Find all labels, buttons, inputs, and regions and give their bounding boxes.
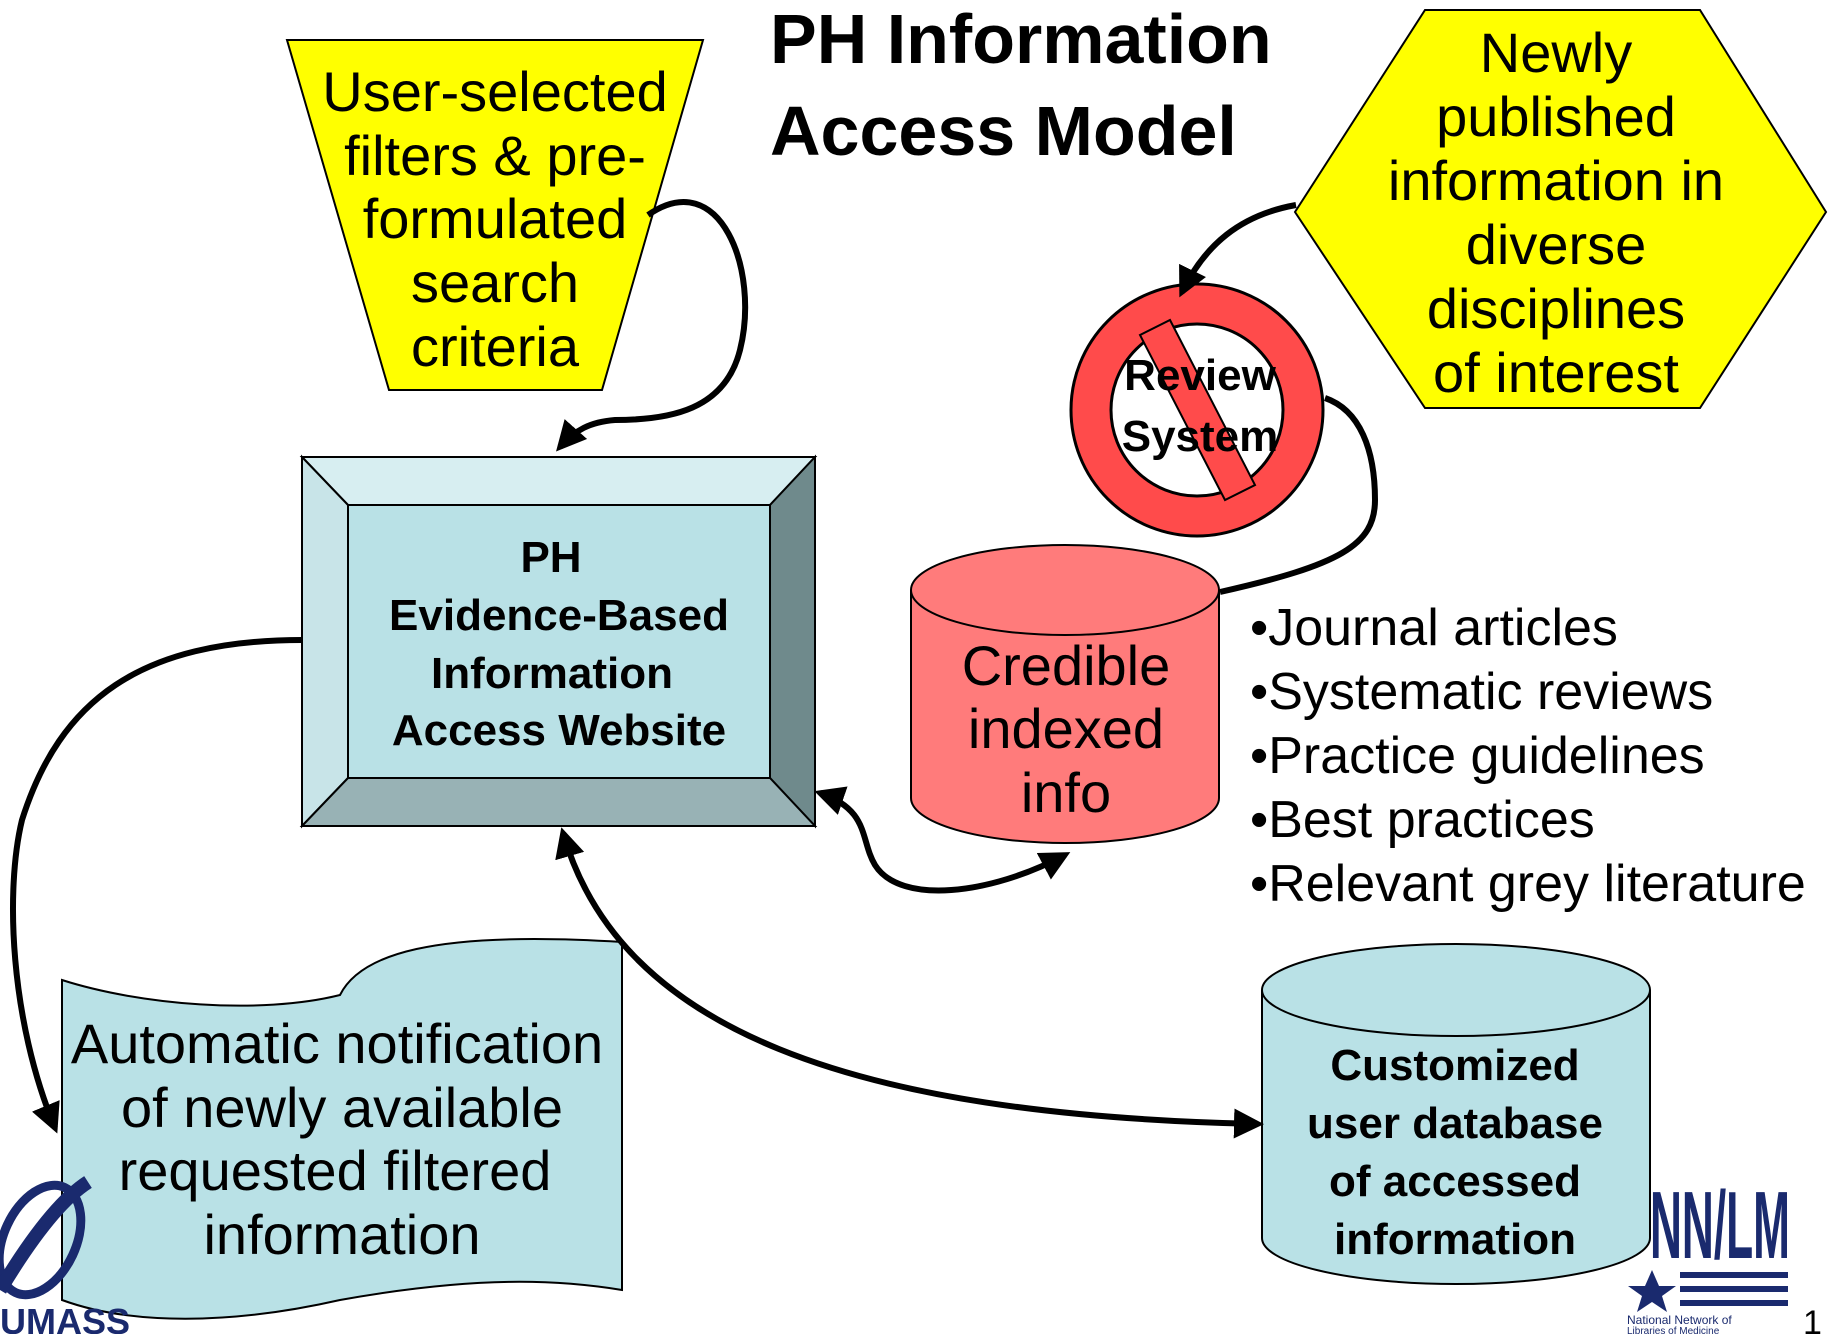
hexagon-line-1: Newly [1480,21,1632,84]
arrow-website-to-notification [10,637,303,1134]
star-icon [1628,1270,1676,1312]
website-line-2: Evidence-Based [389,591,729,640]
funnel-line-4: search [411,251,579,314]
hexagon-line-3: information in [1388,149,1724,212]
notification-line-2: of newly available [121,1076,563,1139]
arrow-website-user-db [555,827,1264,1139]
funnel-line-3: formulated [363,187,628,250]
diagram-title: PH Information Access Model [770,0,1272,170]
notification-line-1: Automatic notification [71,1012,603,1075]
arrow-review-to-credible [1219,395,1379,595]
connectors [10,199,1379,1139]
user-db-line-2: user database [1307,1099,1603,1148]
new-info-hexagon: Newly published information in diverse d… [1293,9,1828,409]
prohibition-slash-icon [1138,318,1257,502]
umass-logo: UMASS [0,1176,130,1334]
website-line-4: Access Website [392,706,726,755]
notification-line-3: requested filtered [119,1139,552,1202]
umass-logo-text: UMASS [0,1301,130,1334]
funnel-line-5: criteria [411,315,580,378]
content-types-list: •Journal articles •Systematic reviews •P… [1250,599,1806,913]
website-line-3: Information [431,649,673,698]
nnlm-logo: NN/LM National Network of Libraries of M… [1627,1172,1790,1334]
list-item: •Systematic reviews [1250,663,1713,721]
hexagon-line-4: diverse [1466,213,1647,276]
review-system-no-symbol: Review System [1069,282,1325,538]
hexagon-line-2: published [1436,85,1676,148]
nnlm-caption-line-2: Libraries of Medicine [1627,1326,1720,1334]
credible-info-database: Credible indexed info [910,544,1220,844]
list-item: •Journal articles [1250,599,1618,657]
list-item: •Best practices [1250,791,1595,849]
nnlm-caption-line-1: National Network of [1627,1313,1732,1327]
funnel-line-1: User-selected [322,60,667,123]
review-line-2: System [1122,412,1279,461]
title-line-2: Access Model [770,92,1237,170]
list-item: •Practice guidelines [1250,727,1705,785]
notification-line-4: information [203,1203,480,1266]
funnel-line-2: filters & pre- [344,124,646,187]
slide-number: 1 [1803,1304,1822,1334]
user-db-line-4: information [1334,1215,1576,1264]
filters-funnel: User-selected filters & pre- formulated … [285,39,705,391]
website-box: PH Evidence-Based Information Access Web… [299,454,818,829]
title-line-1: PH Information [770,0,1272,78]
list-item: •Relevant grey literature [1250,855,1806,913]
user-db-line-1: Customized [1330,1041,1579,1090]
user-database: Customized user database of accessed inf… [1261,943,1651,1285]
credible-line-3: info [1021,761,1111,824]
credible-line-1: Credible [962,634,1171,697]
notification-document: Automatic notification of newly availabl… [61,937,623,1320]
hexagon-line-6: of interest [1433,341,1679,404]
nnlm-logo-mark: NN/LM [1650,1172,1790,1279]
hexagon-line-5: disciplines [1427,277,1685,340]
website-line-1: PH [520,533,581,582]
review-line-1: Review [1124,351,1276,400]
arrow-hexagon-to-review [1179,202,1297,298]
arrow-funnel-to-website [556,199,749,452]
credible-line-2: indexed [968,697,1164,760]
user-db-line-3: of accessed [1329,1157,1581,1206]
